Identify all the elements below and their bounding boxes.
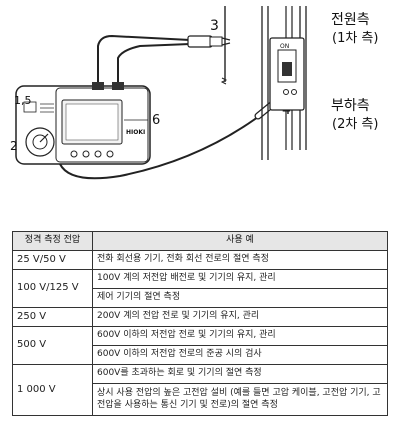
rated-voltage-usage-table: 정격 측정 전압 사용 예 25 V/50 V 전화 회선용 기기, 전화 회선… [12,231,388,416]
header-usage-example: 사용 예 [92,231,388,251]
voltage-cell: 100 V/125 V [12,269,93,308]
distribution-panel: ON [261,6,307,160]
voltage-cell: 250 V [12,307,93,327]
load-side-label: 부하측 [331,98,370,114]
insulation-tester: HIOKI [15,82,151,165]
usage-cell: 상시 사용 전압의 높은 고전압 설비 (예를 들면 고압 케이블, 고전압 기… [92,383,388,416]
callout-6: 6 [152,113,160,128]
table-row: 1 000 V 600V를 초과하는 회로 및 기기의 절연 측정 [12,364,388,416]
lead-wire-right [117,43,191,84]
usage-cell: 100V 계의 저전압 배전로 및 기기의 유지, 관리 [92,269,388,289]
table-row: 25 V/50 V 전화 회선용 기기, 전화 회선 전로의 절연 측정 [12,250,388,270]
table-row: 250 V 200V 계의 전압 전로 및 기기의 유지, 관리 [12,307,388,327]
source-side-sub-label: (1차 측) [332,31,378,46]
usage-cell: 전화 회선용 기기, 전화 회선 전로의 절연 측정 [92,250,388,270]
voltage-cell: 500 V [12,326,93,365]
usage-cell: 600V를 초과하는 회로 및 기기의 절연 측정 [92,364,388,384]
probe-lead [59,113,263,180]
header-rated-voltage: 정격 측정 전압 [12,231,93,251]
brand-label: HIOKI [126,129,145,136]
callout-3: 3 [210,18,219,34]
source-side-label: 전원측 [331,12,370,28]
callout-2: 2 [10,139,18,153]
callout-1-5: 1,5 [14,94,32,107]
insulation-tester-diagram: 3 HIOKI 1,5 2 6 4 [10,6,378,180]
table-header-row: 정격 측정 전압 사용 예 [12,231,388,251]
usage-cell: 600V 이하의 저전압 전로의 준공 시의 검사 [92,345,388,365]
breaker-on-label: ON [280,43,289,50]
voltage-cell: 25 V/50 V [12,250,93,270]
usage-cell: 200V 계의 전압 전로 및 기기의 유지, 관리 [92,307,388,327]
table-row: 500 V 600V 이하의 저전압 전로 및 기기의 유지, 관리 [12,326,388,365]
alligator-clip [187,35,231,48]
table-row: 상시 사용 전압의 높은 고전압 설비 (예를 들면 고압 케이블, 고전압 기… [13,383,388,416]
ground-symbol [220,77,228,85]
lead-wire-left [97,34,191,84]
voltage-cell: 1 000 V [12,364,93,416]
load-side-sub-label: (2차 측) [332,117,378,132]
usage-cell: 600V 이하의 저전압 전로 및 기기의 유지, 관리 [92,326,388,346]
usage-cell: 제어 기기의 절연 측정 [92,288,388,308]
table-row: 100 V/125 V 100V 계의 저전압 배전로 및 기기의 유지, 관리 [12,269,388,308]
